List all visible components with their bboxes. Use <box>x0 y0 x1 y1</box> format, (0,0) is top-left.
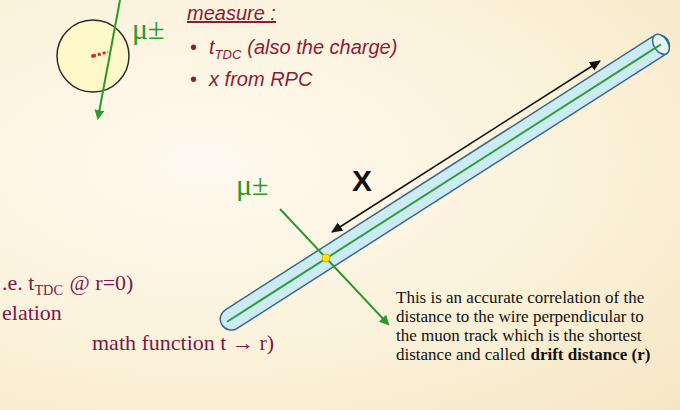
note-line: .e. tTDC @ r=0) <box>2 270 133 299</box>
distance-label: X <box>352 164 372 198</box>
bullet-line-text: TDC <box>215 47 242 62</box>
hit-point <box>322 254 330 262</box>
note-line-text: .e. t <box>2 270 34 295</box>
note-paragraph: This is an accurate correlation of the d… <box>396 288 668 364</box>
distance-label-text: X <box>352 164 372 197</box>
note-line-text: TDC <box>34 282 63 298</box>
bullet-line: • x from RPC <box>190 68 312 91</box>
note-line-text: elation <box>2 300 62 325</box>
drift-radius <box>93 52 108 56</box>
particle-label-text: μ± <box>236 168 269 201</box>
note-paragraph-text: drift distance (r) <box>530 345 650 364</box>
distance-arrow <box>332 61 600 232</box>
note-line-text: math function t → r) <box>92 330 274 355</box>
bullet-line-text: (also the charge) <box>247 36 397 58</box>
muon-track <box>280 209 388 324</box>
particle-label-text: μ± <box>132 12 165 45</box>
note-line: math function t → r) <box>92 330 274 356</box>
tube-section <box>57 20 129 92</box>
wire-dot <box>91 54 95 58</box>
heading-text: measure : <box>187 2 276 24</box>
heading: measure : <box>187 2 276 25</box>
bullet-line-text: t <box>209 36 215 58</box>
particle-label: μ± <box>236 168 269 202</box>
note-line: elation <box>2 300 62 326</box>
note-line-text: @ r=0) <box>70 270 134 295</box>
particle-label: μ± <box>132 12 165 46</box>
muon-track <box>98 0 120 118</box>
bullet-line-text: • <box>190 36 197 58</box>
bullet-line: • tTDC (also the charge) <box>190 36 397 62</box>
bullet-line-text: • <box>190 68 197 90</box>
bullet-line-text: x from RPC <box>209 68 312 90</box>
